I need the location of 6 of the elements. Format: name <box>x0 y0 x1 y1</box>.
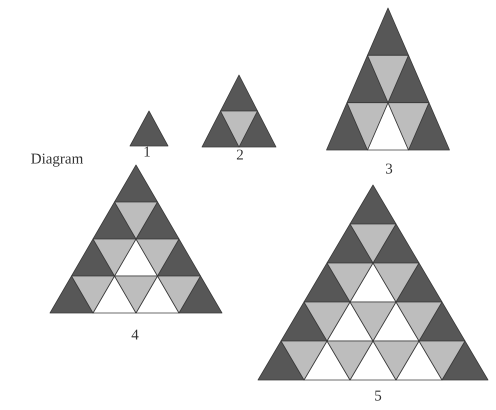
figure-number: 5 <box>374 388 382 406</box>
figure-number: 3 <box>385 162 393 178</box>
row-heading: Diagram <box>30 152 84 168</box>
figure-number: 1 <box>143 144 151 162</box>
figure-number: 2 <box>236 148 244 164</box>
figure-number: 4 <box>131 328 139 344</box>
